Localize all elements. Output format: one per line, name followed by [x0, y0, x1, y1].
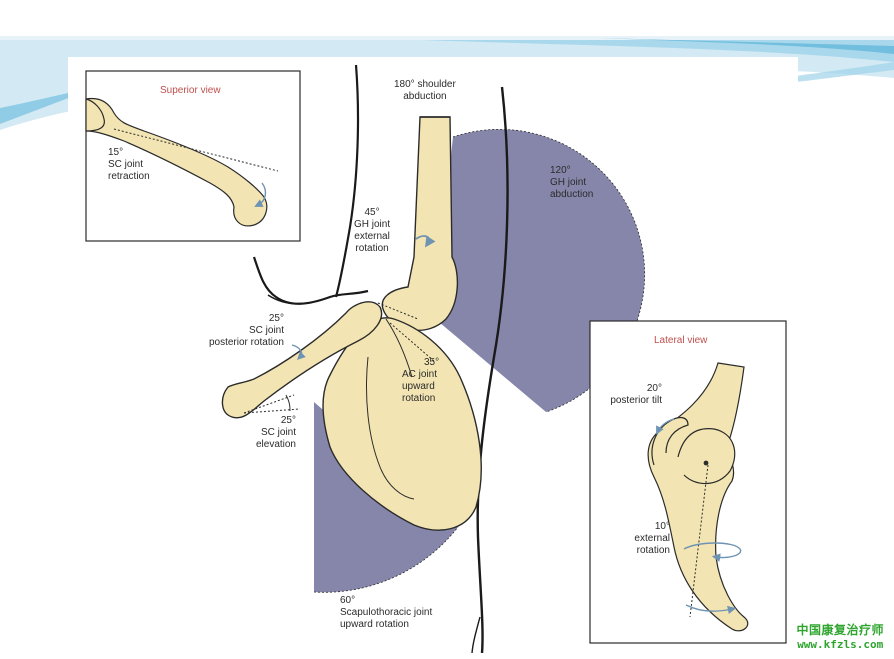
- sc-elevation-label: 25° SC joint elevation: [234, 415, 296, 451]
- posterior-tilt-label: 20° posterior tilt: [592, 383, 662, 407]
- shoulder-motion-figure: Superior view 15° SC joint retraction 18…: [68, 57, 798, 653]
- lateral-external-rotation-label: 10° external rotation: [598, 521, 670, 557]
- ac-upward-rotation-label: 35° AC joint upward rotation: [402, 357, 439, 405]
- superior-view-title: Superior view: [160, 85, 221, 97]
- gh-abduction-label: 120° GH joint abduction: [550, 165, 593, 201]
- lateral-view-title: Lateral view: [654, 335, 707, 347]
- shoulder-abduction-label: 180° shoulder abduction: [394, 79, 456, 103]
- gh-external-rotation-label: 45° GH joint external rotation: [354, 207, 390, 255]
- humerus: [382, 117, 457, 330]
- scapulothoracic-label: 60° Scapulothoracic joint upward rotatio…: [340, 595, 432, 631]
- neck-contour: [336, 65, 358, 297]
- anatomy-illustration: [68, 57, 798, 653]
- site-watermark: 中国康复治疗师 www.kfzls.com: [796, 623, 884, 651]
- sc-retraction-label: 15° SC joint retraction: [108, 147, 150, 183]
- sc-posterior-rotation-label: 25° SC joint posterior rotation: [188, 313, 284, 349]
